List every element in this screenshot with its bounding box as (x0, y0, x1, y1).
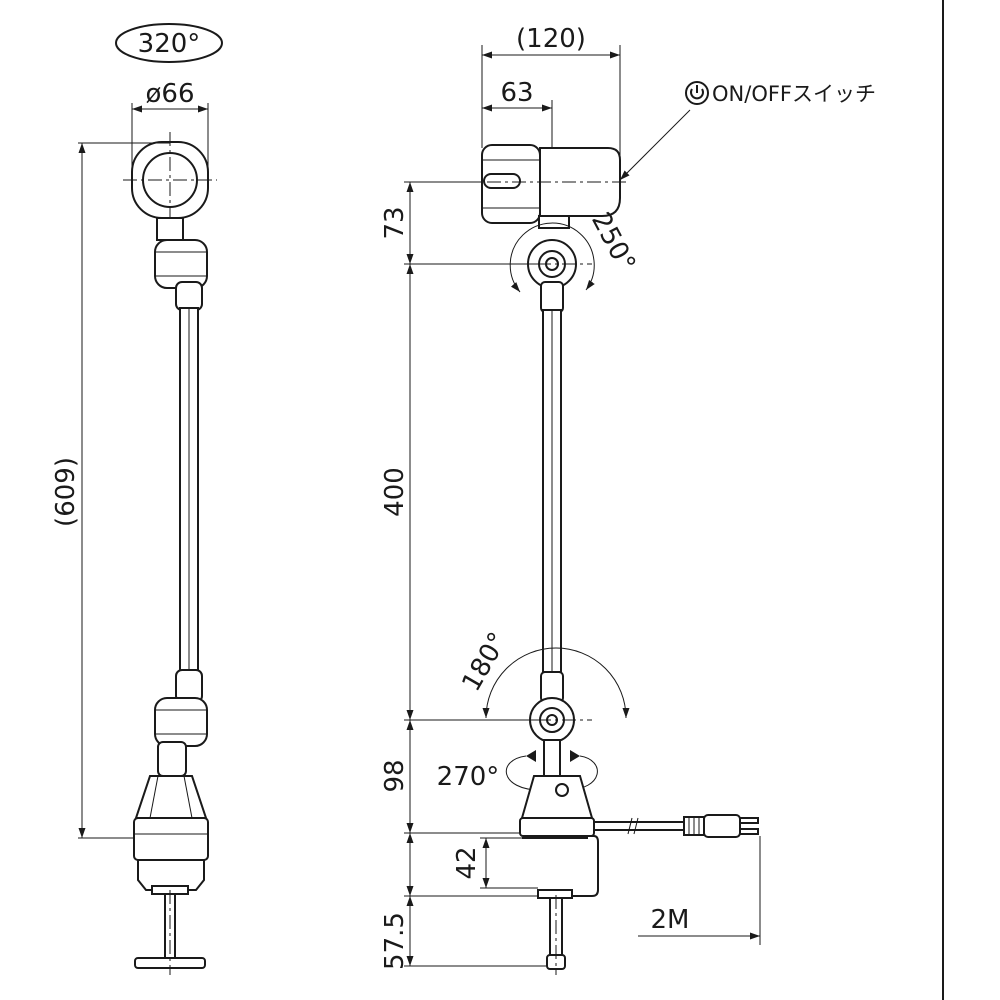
arm-collar-top (175, 281, 203, 311)
switch-label: ON/OFFスイッチ (712, 82, 876, 106)
rotation-ellipse (115, 23, 223, 63)
clamp-top-plate (519, 817, 595, 837)
power-cord (593, 821, 685, 831)
left-view: 320° ø66 (51, 23, 223, 975)
head-bracket (538, 215, 570, 229)
grip-ridge (483, 173, 521, 189)
clamp-block (133, 817, 209, 861)
head-neck (156, 217, 184, 241)
head-tilt-angle-label: 250° (585, 208, 641, 277)
cord-length-label: 2M (651, 905, 690, 935)
base-neck (157, 741, 187, 777)
clamp-frame (560, 835, 599, 897)
clamp-opening-label: 42 (452, 846, 482, 879)
head-tilt-arc (509, 222, 595, 293)
right-view: (120) 63 ON/OFFスイッチ 250° 18 (380, 24, 876, 975)
upper-joint (154, 239, 208, 289)
clamp-pad-side (537, 889, 573, 899)
power-icon (685, 81, 709, 105)
base-housing (134, 775, 208, 819)
upper-arm-collar (540, 281, 564, 313)
head-to-joint-label: 73 (380, 206, 410, 239)
base-rotation-angle-label: 270° (437, 762, 500, 792)
lower-joint (154, 697, 208, 747)
base-housing-side (520, 775, 594, 819)
overall-height-label: (609) (51, 457, 81, 527)
rotation-angle-label: 320° (138, 29, 201, 59)
base-knob (555, 783, 569, 797)
plug-prong-top (739, 817, 759, 824)
clamp-jaw (137, 859, 205, 891)
clamp-screw-length-label: 57.5 (380, 912, 410, 970)
switch-leader-line (619, 109, 691, 181)
plug-body (703, 814, 741, 838)
arm-length-label: 400 (380, 467, 410, 517)
head-diameter-label: ø66 (146, 79, 195, 109)
joint-to-clamp-label: 98 (380, 759, 410, 792)
arm-swing-arc (482, 647, 630, 719)
plug-prong-bottom (739, 828, 759, 835)
head-offset-label: 63 (500, 78, 533, 108)
base-post (543, 739, 561, 777)
arm-swing-angle-label: 180° (456, 627, 513, 696)
head-length-label: (120) (516, 24, 586, 54)
